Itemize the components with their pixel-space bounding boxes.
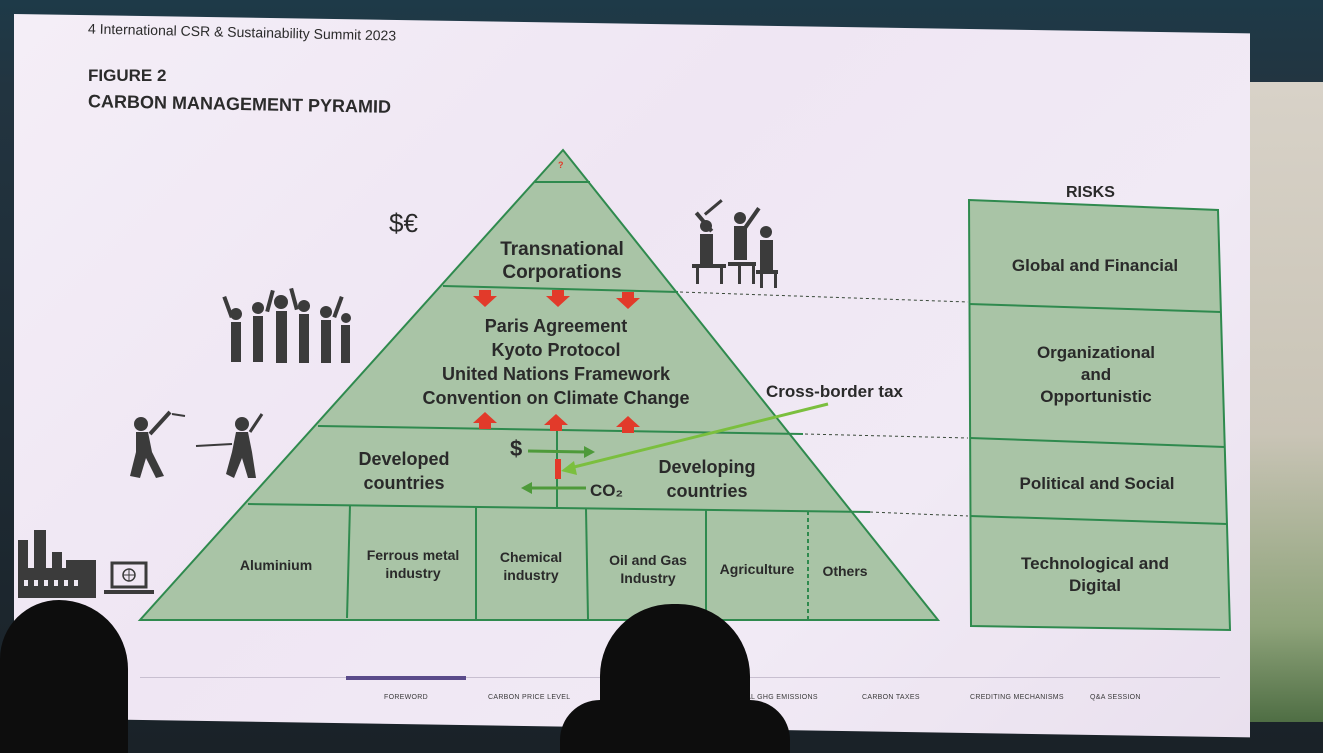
tier2-line-4: Convention on Climate Change <box>422 388 690 408</box>
apex-label: ? <box>558 160 564 170</box>
sword-fight-icon <box>130 410 264 478</box>
risk-link-1 <box>679 291 969 303</box>
audience-head-left <box>0 600 128 753</box>
industry-oil-gas: Oil and Gas Industry <box>609 552 687 586</box>
developing-line-1: Developing <box>658 457 756 477</box>
tier1-line-2: Corporations <box>502 262 622 283</box>
industry-ferrous-metal: Ferrous metal industry <box>366 547 460 581</box>
figure-number: FIGURE 2 <box>88 66 167 85</box>
nav-active-indicator <box>346 676 466 680</box>
risk-technological: Technological and Digital <box>1021 554 1169 595</box>
money-symbol: $ <box>510 436 523 461</box>
factory-icon <box>18 530 96 598</box>
co2-arrow-head <box>521 482 532 494</box>
money-arrow-head <box>584 446 595 458</box>
industry-aluminium: Aluminium <box>239 557 313 573</box>
developed-countries-label: Developed countries <box>334 447 474 495</box>
currency-symbol: $€ <box>389 208 418 238</box>
down-arrow-1 <box>473 290 497 307</box>
up-arrow-3 <box>616 416 640 433</box>
tier2-label: Paris Agreement Kyoto Protocol United Na… <box>396 314 716 410</box>
tier1-line-1: Transnational <box>500 239 624 260</box>
industry-divider-3 <box>585 508 589 620</box>
businessmen-meeting-icon <box>692 199 778 288</box>
risk-divider-2 <box>969 437 1226 448</box>
industry-chemical: Chemical industry <box>499 549 563 583</box>
nav-carbon-price-level[interactable]: CARBON PRICE LEVEL <box>488 694 571 701</box>
tier2-line-1: Paris Agreement <box>484 316 628 336</box>
risk-link-3 <box>869 511 969 517</box>
flow-arrows <box>521 402 829 494</box>
risk-divider-3 <box>969 515 1228 525</box>
nav-foreword[interactable]: FOREWORD <box>384 694 429 701</box>
tier2-line-2: Kyoto Protocol <box>491 340 621 360</box>
risk-political-social: Political and Social <box>1019 474 1175 493</box>
up-arrow-2 <box>544 414 568 431</box>
co2-label: CO₂ <box>590 481 624 500</box>
down-arrows <box>473 290 640 309</box>
nav-ghg-emissions[interactable]: AL GHG EMISSIONS <box>746 694 818 701</box>
up-arrows <box>473 412 640 433</box>
risk-global-financial: Global and Financial <box>1011 256 1179 275</box>
tier-line-1 <box>442 285 679 293</box>
tier2-line-3: United Nations Framework <box>441 364 671 384</box>
industry-others: Others <box>822 563 868 579</box>
nav-qa-session[interactable]: Q&A SESSION <box>1090 694 1141 701</box>
down-arrow-2 <box>546 290 570 307</box>
crowd-cheering-icon <box>222 287 351 363</box>
cross-border-tax-label: Cross-border tax <box>766 382 903 401</box>
risk-organizational: Organizational and Opportunistic <box>1036 343 1156 406</box>
laptop-icon <box>104 561 154 594</box>
developing-line-2: countries <box>666 481 748 501</box>
tax-marker <box>555 459 561 479</box>
nav-crediting-mechanisms[interactable]: CREDITING MECHANISMS <box>970 694 1064 701</box>
pyramid-shape <box>137 148 941 621</box>
developed-line-2: countries <box>363 473 445 493</box>
developing-countries-label: Developing countries <box>632 455 782 503</box>
risk-table <box>967 198 1232 632</box>
audience-shoulders <box>560 700 790 753</box>
industry-agriculture: Agriculture <box>719 561 795 577</box>
tier-line-3 <box>247 503 871 513</box>
money-arrow <box>527 449 587 454</box>
down-arrow-3 <box>616 292 640 309</box>
risk-link-2 <box>804 433 969 439</box>
risks-title: RISKS <box>1066 184 1115 201</box>
cross-border-tax-head <box>561 461 577 475</box>
tier1-label: Transnational Corporations <box>482 238 642 284</box>
industry-divider-1 <box>346 504 351 619</box>
cross-border-tax-pointer <box>565 402 829 471</box>
up-arrow-1 <box>473 412 497 429</box>
nav-carbon-taxes[interactable]: CARBON TAXES <box>862 694 920 701</box>
developed-line-1: Developed <box>358 449 450 469</box>
risk-divider-1 <box>968 303 1222 313</box>
